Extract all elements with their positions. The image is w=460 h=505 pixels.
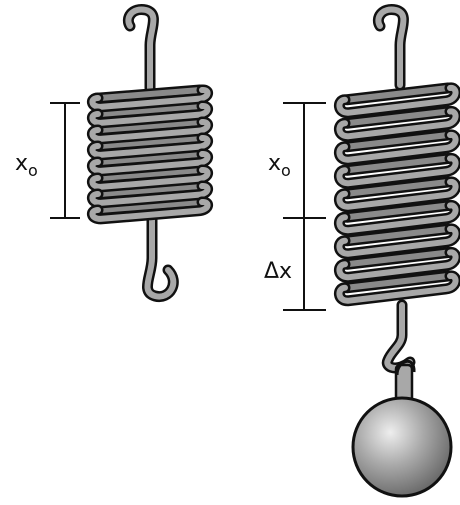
- left-coil: [87, 84, 213, 225]
- coil-back-fill: [97, 135, 203, 149]
- coil-front-fill: [336, 179, 459, 210]
- right-x0-label: xo: [268, 151, 291, 180]
- coil-back-fill: [97, 103, 203, 117]
- coil-front-fill: [89, 135, 211, 158]
- coil-front-fill: [336, 249, 459, 281]
- right-coil: [334, 82, 460, 307]
- coil-front-fill: [89, 151, 211, 174]
- ball: [351, 396, 453, 498]
- coil-back-fill: [344, 226, 451, 244]
- coil-back-fill: [344, 202, 451, 221]
- coil-back-fill: [344, 179, 451, 197]
- coil-back-fill: [97, 87, 203, 101]
- coil-back-fill: [344, 249, 451, 268]
- coil-front-fill: [336, 108, 459, 140]
- unstretched-spring: [87, 4, 213, 302]
- coil-front-fill: [336, 155, 459, 187]
- stretched-spring: [334, 4, 460, 374]
- coil-front-fill: [89, 119, 211, 142]
- coil-front-fill: [89, 103, 211, 126]
- coil-back-fill: [344, 108, 451, 127]
- coil-back-fill: [344, 273, 451, 291]
- coil-back-fill: [97, 183, 203, 197]
- coil-front-fill: [89, 183, 211, 206]
- coil-front-fill: [336, 273, 459, 304]
- right-dimensions: xo Δx: [264, 102, 326, 311]
- coil-back-fill: [97, 151, 203, 165]
- coil-back-fill: [344, 85, 451, 103]
- left-x0-dimension: xo: [15, 102, 80, 219]
- coil-back-fill: [344, 155, 451, 174]
- coil-front-fill: [336, 85, 459, 116]
- left-x0-label: xo: [15, 151, 38, 180]
- hanging-mass: [351, 360, 453, 498]
- coil-back-fill: [344, 132, 451, 150]
- coil-back-fill: [97, 119, 203, 133]
- coil-front-fill: [89, 167, 211, 190]
- coil-front-fill: [336, 226, 459, 257]
- coil-front-fill: [89, 87, 211, 110]
- coil-front-fill: [336, 202, 459, 234]
- coil-front-fill: [336, 132, 459, 163]
- coil-back-fill: [97, 167, 203, 181]
- delta-x-label: Δx: [264, 259, 292, 284]
- coil-back-fill: [97, 199, 203, 213]
- coil-front-fill: [89, 199, 211, 222]
